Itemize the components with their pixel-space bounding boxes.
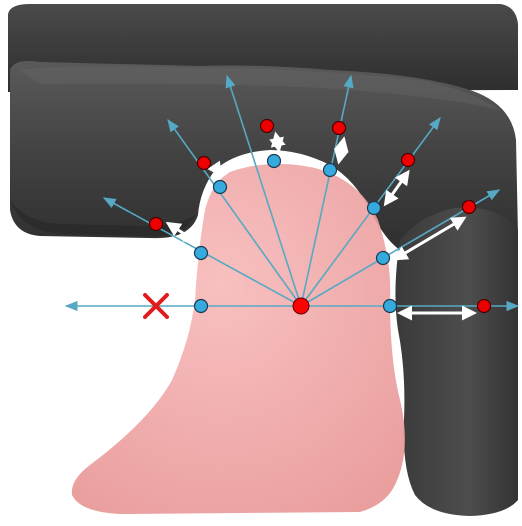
center-point bbox=[293, 298, 309, 314]
surface-point bbox=[195, 247, 208, 260]
target-point bbox=[333, 122, 346, 135]
surface-point bbox=[195, 300, 208, 313]
surface-point bbox=[368, 202, 381, 215]
target-point bbox=[198, 157, 211, 170]
surface-point bbox=[268, 155, 281, 168]
target-point bbox=[402, 154, 415, 167]
surface-point bbox=[214, 181, 227, 194]
surface-point bbox=[324, 164, 337, 177]
right-column bbox=[395, 208, 518, 516]
target-point bbox=[478, 300, 491, 313]
target-point bbox=[261, 120, 274, 133]
surface-point bbox=[377, 252, 390, 265]
surface-point bbox=[384, 300, 397, 313]
target-point bbox=[463, 201, 476, 214]
target-point bbox=[150, 218, 163, 231]
displacement-arrow bbox=[215, 167, 220, 174]
